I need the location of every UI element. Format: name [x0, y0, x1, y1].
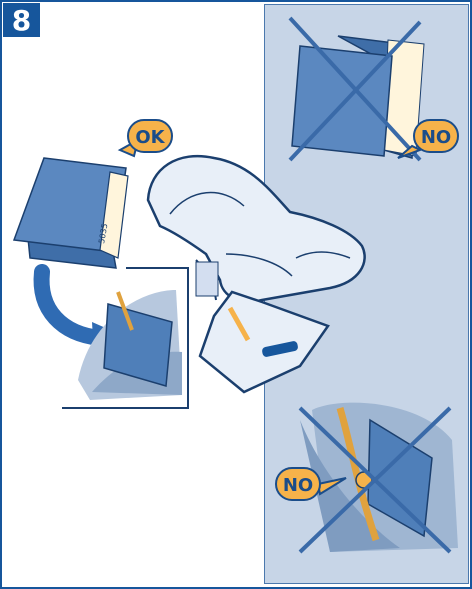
- manual-book-correct: 5035: [14, 158, 128, 268]
- ok-label: OK: [120, 120, 172, 156]
- ok-label-text: OK: [135, 127, 165, 148]
- no-label-bottom-text: NO: [283, 475, 313, 496]
- no-label-top-text: NO: [421, 127, 451, 148]
